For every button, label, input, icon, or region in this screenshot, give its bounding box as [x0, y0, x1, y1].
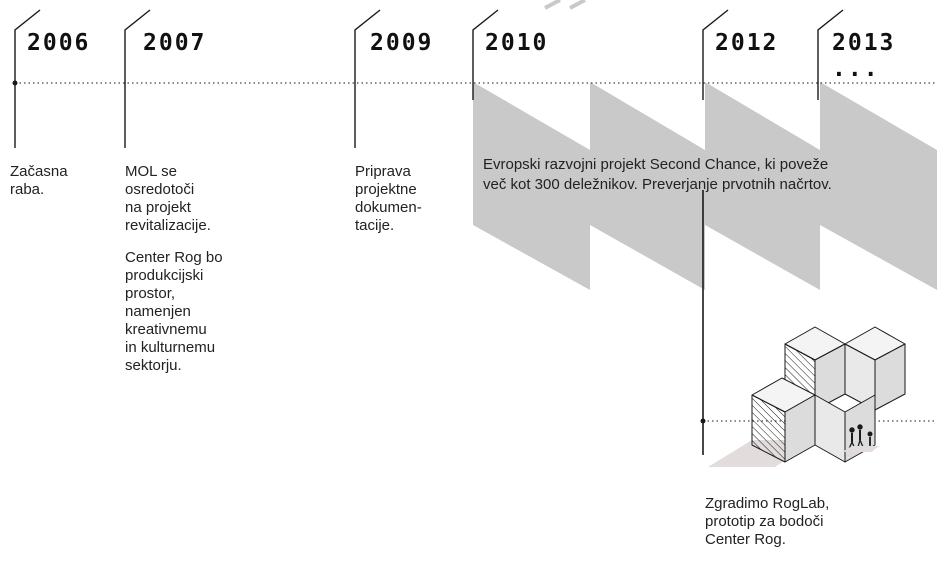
entry-line: na projekt: [125, 199, 191, 216]
entry-line: prostor,: [125, 285, 176, 302]
entry-2009: Priprava projektne dokumen- tacije.: [355, 163, 465, 235]
year-label-2009: 2009: [370, 30, 434, 56]
entry-line: Priprava: [355, 163, 411, 180]
entry-line: namenjen: [125, 303, 191, 320]
people-shadow: [842, 446, 880, 452]
top-dashes: [544, 0, 586, 10]
banner-line: več kot 300 deležnikov. Preverjanje prvo…: [483, 176, 832, 193]
caption-line: Center Rog.: [705, 531, 786, 548]
entry-line: produkcijski: [125, 267, 204, 284]
entry-line: revitalizacije.: [125, 217, 211, 234]
entry-2007-para1: MOL se osredotoči na projekt revitalizac…: [125, 163, 265, 235]
year-label-2012: 2012: [715, 30, 779, 56]
entry-2006-line: Začasna: [10, 163, 68, 180]
entry-line: sektorju.: [125, 357, 182, 374]
entry-2006: Začasna raba.: [10, 163, 110, 199]
year-label-2013: 2013 ...: [832, 30, 896, 82]
entry-2006-line: raba.: [10, 181, 45, 198]
entry-2007-para2: Center Rog bo produkcijski prostor, name…: [125, 249, 265, 375]
start-dot: [12, 80, 18, 86]
entry-line: osredotoči: [125, 181, 195, 198]
caption-line: Zgradimo RogLab,: [705, 495, 830, 512]
entry-line: Center Rog bo: [125, 249, 223, 266]
entry-line: dokumen-: [355, 199, 422, 216]
branch-dot: [700, 418, 706, 424]
entry-line: tacije.: [355, 217, 395, 234]
year-label-2007: 2007: [143, 30, 207, 56]
year-markers: [14, 9, 844, 148]
year-label-2006: 2006: [27, 30, 91, 56]
entry-2010-banner: Evropski razvojni projekt Second Chance,…: [483, 155, 832, 195]
year-label-2010: 2010: [485, 30, 549, 56]
entry-2007: MOL se osredotoči na projekt revitalizac…: [125, 163, 265, 389]
entry-line: in kulturnemu: [125, 339, 216, 356]
entry-line: projektne: [355, 181, 417, 198]
entry-2012-caption: Zgradimo RogLab, prototip za bodoči Cent…: [705, 495, 855, 549]
caption-line: prototip za bodoči: [705, 513, 824, 530]
banner-band: [473, 82, 937, 290]
entry-line: kreativnemu: [125, 321, 207, 338]
entry-line: MOL se: [125, 163, 177, 180]
cube-stack-illustration: [751, 326, 906, 463]
banner-line: Evropski razvojni projekt Second Chance,…: [483, 156, 829, 173]
